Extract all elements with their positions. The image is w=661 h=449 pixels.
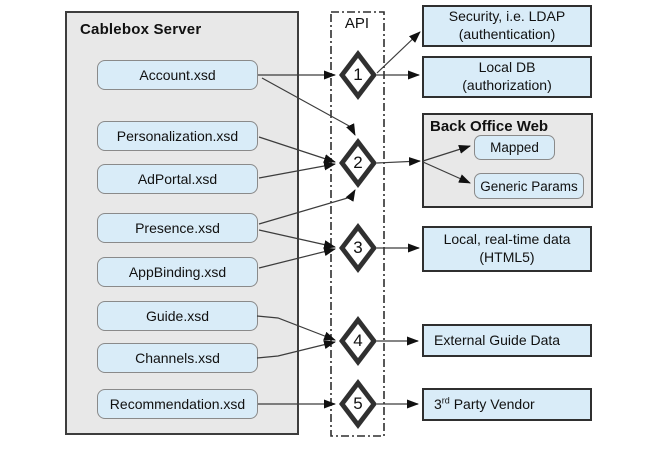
api-node-number: 1 (353, 65, 363, 84)
target-text: Local DB (478, 59, 536, 76)
api-node-3: 3 (339, 223, 377, 273)
back-office-web-panel: Back Office Web Mapped Generic Params (422, 113, 593, 208)
xsd-label: Presence.xsd (135, 220, 220, 236)
xsd-label: Account.xsd (139, 67, 216, 83)
xsd-box-adportal: AdPortal.xsd (97, 164, 258, 194)
xsd-label: Guide.xsd (145, 308, 210, 324)
api-node-number: 4 (353, 331, 363, 350)
target-box-security: Security, i.e. LDAP (authentication) (422, 5, 592, 47)
api-node-5: 5 (339, 379, 377, 429)
generic-params-label: Generic Params (480, 178, 578, 194)
target-text: (authentication) (458, 26, 556, 42)
target-text: Security, i.e. LDAP (448, 8, 566, 25)
target-box-third-party: 3rd Party Vendor (422, 388, 592, 421)
xsd-label: Personalization.xsd (116, 128, 239, 144)
xsd-box-presence: Presence.xsd (97, 213, 258, 243)
api-node-number: 3 (353, 238, 363, 257)
xsd-box-channels: Channels.xsd (97, 343, 258, 373)
api-lane-label: API (344, 15, 370, 32)
api-node-number: 5 (353, 394, 363, 413)
target-text: (HTML5) (479, 249, 535, 265)
xsd-box-account: Account.xsd (97, 60, 258, 90)
connector-node2-to-backoffice (376, 157, 421, 167)
xsd-label: Recommendation.xsd (109, 396, 246, 412)
target-box-local-db: Local DB (authorization) (422, 56, 592, 98)
target-box-realtime-data: Local, real-time data (HTML5) (422, 226, 592, 272)
xsd-label: AppBinding.xsd (128, 264, 227, 280)
mapped-label: Mapped (490, 140, 539, 155)
xsd-box-guide: Guide.xsd (97, 301, 258, 331)
target-text: External Guide Data (434, 331, 561, 348)
back-office-mapped-box: Mapped (474, 135, 555, 160)
xsd-label: Channels.xsd (135, 350, 220, 366)
xsd-label: AdPortal.xsd (137, 171, 218, 187)
connector-node1-to-security (376, 31, 421, 74)
back-office-generic-params-box: Generic Params (474, 173, 584, 199)
ordinal-superscript: rd (441, 394, 450, 405)
api-node-4: 4 (339, 316, 377, 366)
target-box-external-guide: External Guide Data (422, 324, 592, 357)
api-node-2: 2 (339, 138, 377, 188)
target-text: (authorization) (462, 77, 552, 93)
xsd-box-personalization: Personalization.xsd (97, 121, 258, 151)
back-office-web-title: Back Office Web (430, 118, 549, 135)
target-text: 3rd Party Vendor (434, 394, 535, 412)
xsd-box-recommendation: Recommendation.xsd (97, 389, 258, 419)
api-node-1: 1 (339, 50, 377, 100)
xsd-box-appbinding: AppBinding.xsd (97, 257, 258, 287)
api-node-number: 2 (353, 153, 363, 172)
server-panel-title: Cablebox Server (80, 21, 202, 38)
target-text: Local, real-time data (443, 231, 571, 248)
